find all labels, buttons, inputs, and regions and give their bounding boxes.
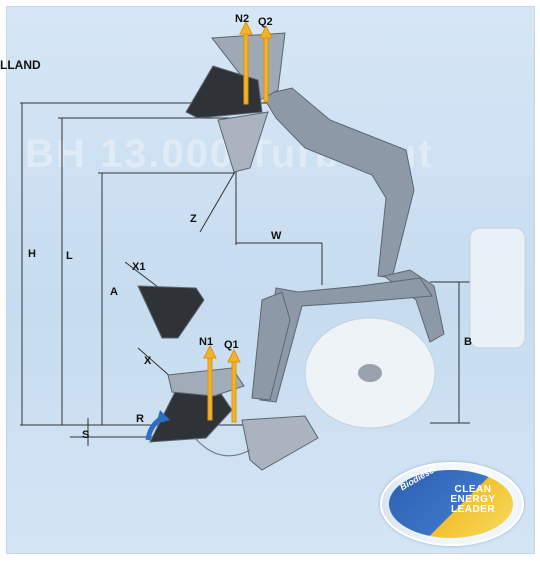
arrow-n1-shaft (207, 355, 213, 421)
badge-swoosh (389, 470, 513, 538)
arrow-n1-head (203, 344, 217, 359)
wheel-hub (358, 364, 382, 382)
tractor-hood (469, 227, 526, 349)
upper-link (382, 269, 445, 343)
upper-boom (261, 87, 415, 279)
label-a: A (110, 286, 118, 298)
rotation-arrow-head (156, 410, 170, 424)
label-r: R (136, 413, 144, 425)
label-n1: N1 (199, 336, 214, 348)
lower-boom (259, 277, 433, 403)
label-w: W (271, 230, 282, 242)
upper-bucket-dump (217, 111, 269, 173)
brand-partial-text: LLAND (0, 58, 41, 72)
label-h: H (28, 248, 36, 260)
label-b: B (464, 336, 472, 348)
arrow-q1-head (227, 348, 241, 363)
label-n2: N2 (235, 13, 250, 25)
badge-line2: ENERGY (450, 494, 496, 505)
rollback-bucket (137, 285, 205, 339)
arrow-q2-head (259, 24, 273, 39)
tractor-body (304, 227, 526, 429)
badge-clean-energy-text: CLEAN ENERGY LEADER (438, 485, 508, 515)
arrow-q2-shaft (263, 35, 269, 103)
bucket-arc (194, 437, 251, 457)
label-x1: X1 (132, 261, 146, 273)
label-q2: Q2 (258, 16, 273, 28)
label-x: X (144, 355, 152, 367)
label-q1: Q1 (224, 339, 239, 351)
arrow-n2-shaft (243, 31, 249, 105)
arrow-n2-head (239, 20, 253, 35)
lower-cylinder (251, 291, 291, 401)
upper-bucket-dark (185, 65, 263, 119)
badge-line3: LEADER (450, 504, 496, 515)
lower-bucket-ground (241, 415, 319, 471)
arrow-q1-shaft (231, 359, 237, 423)
label-z: Z (190, 213, 197, 225)
label-l: L (66, 250, 73, 262)
label-s: S (82, 429, 90, 441)
lower-bucket-raised (167, 367, 245, 397)
badge-line1: CLEAN (454, 484, 492, 495)
z-angle-line (199, 169, 237, 233)
